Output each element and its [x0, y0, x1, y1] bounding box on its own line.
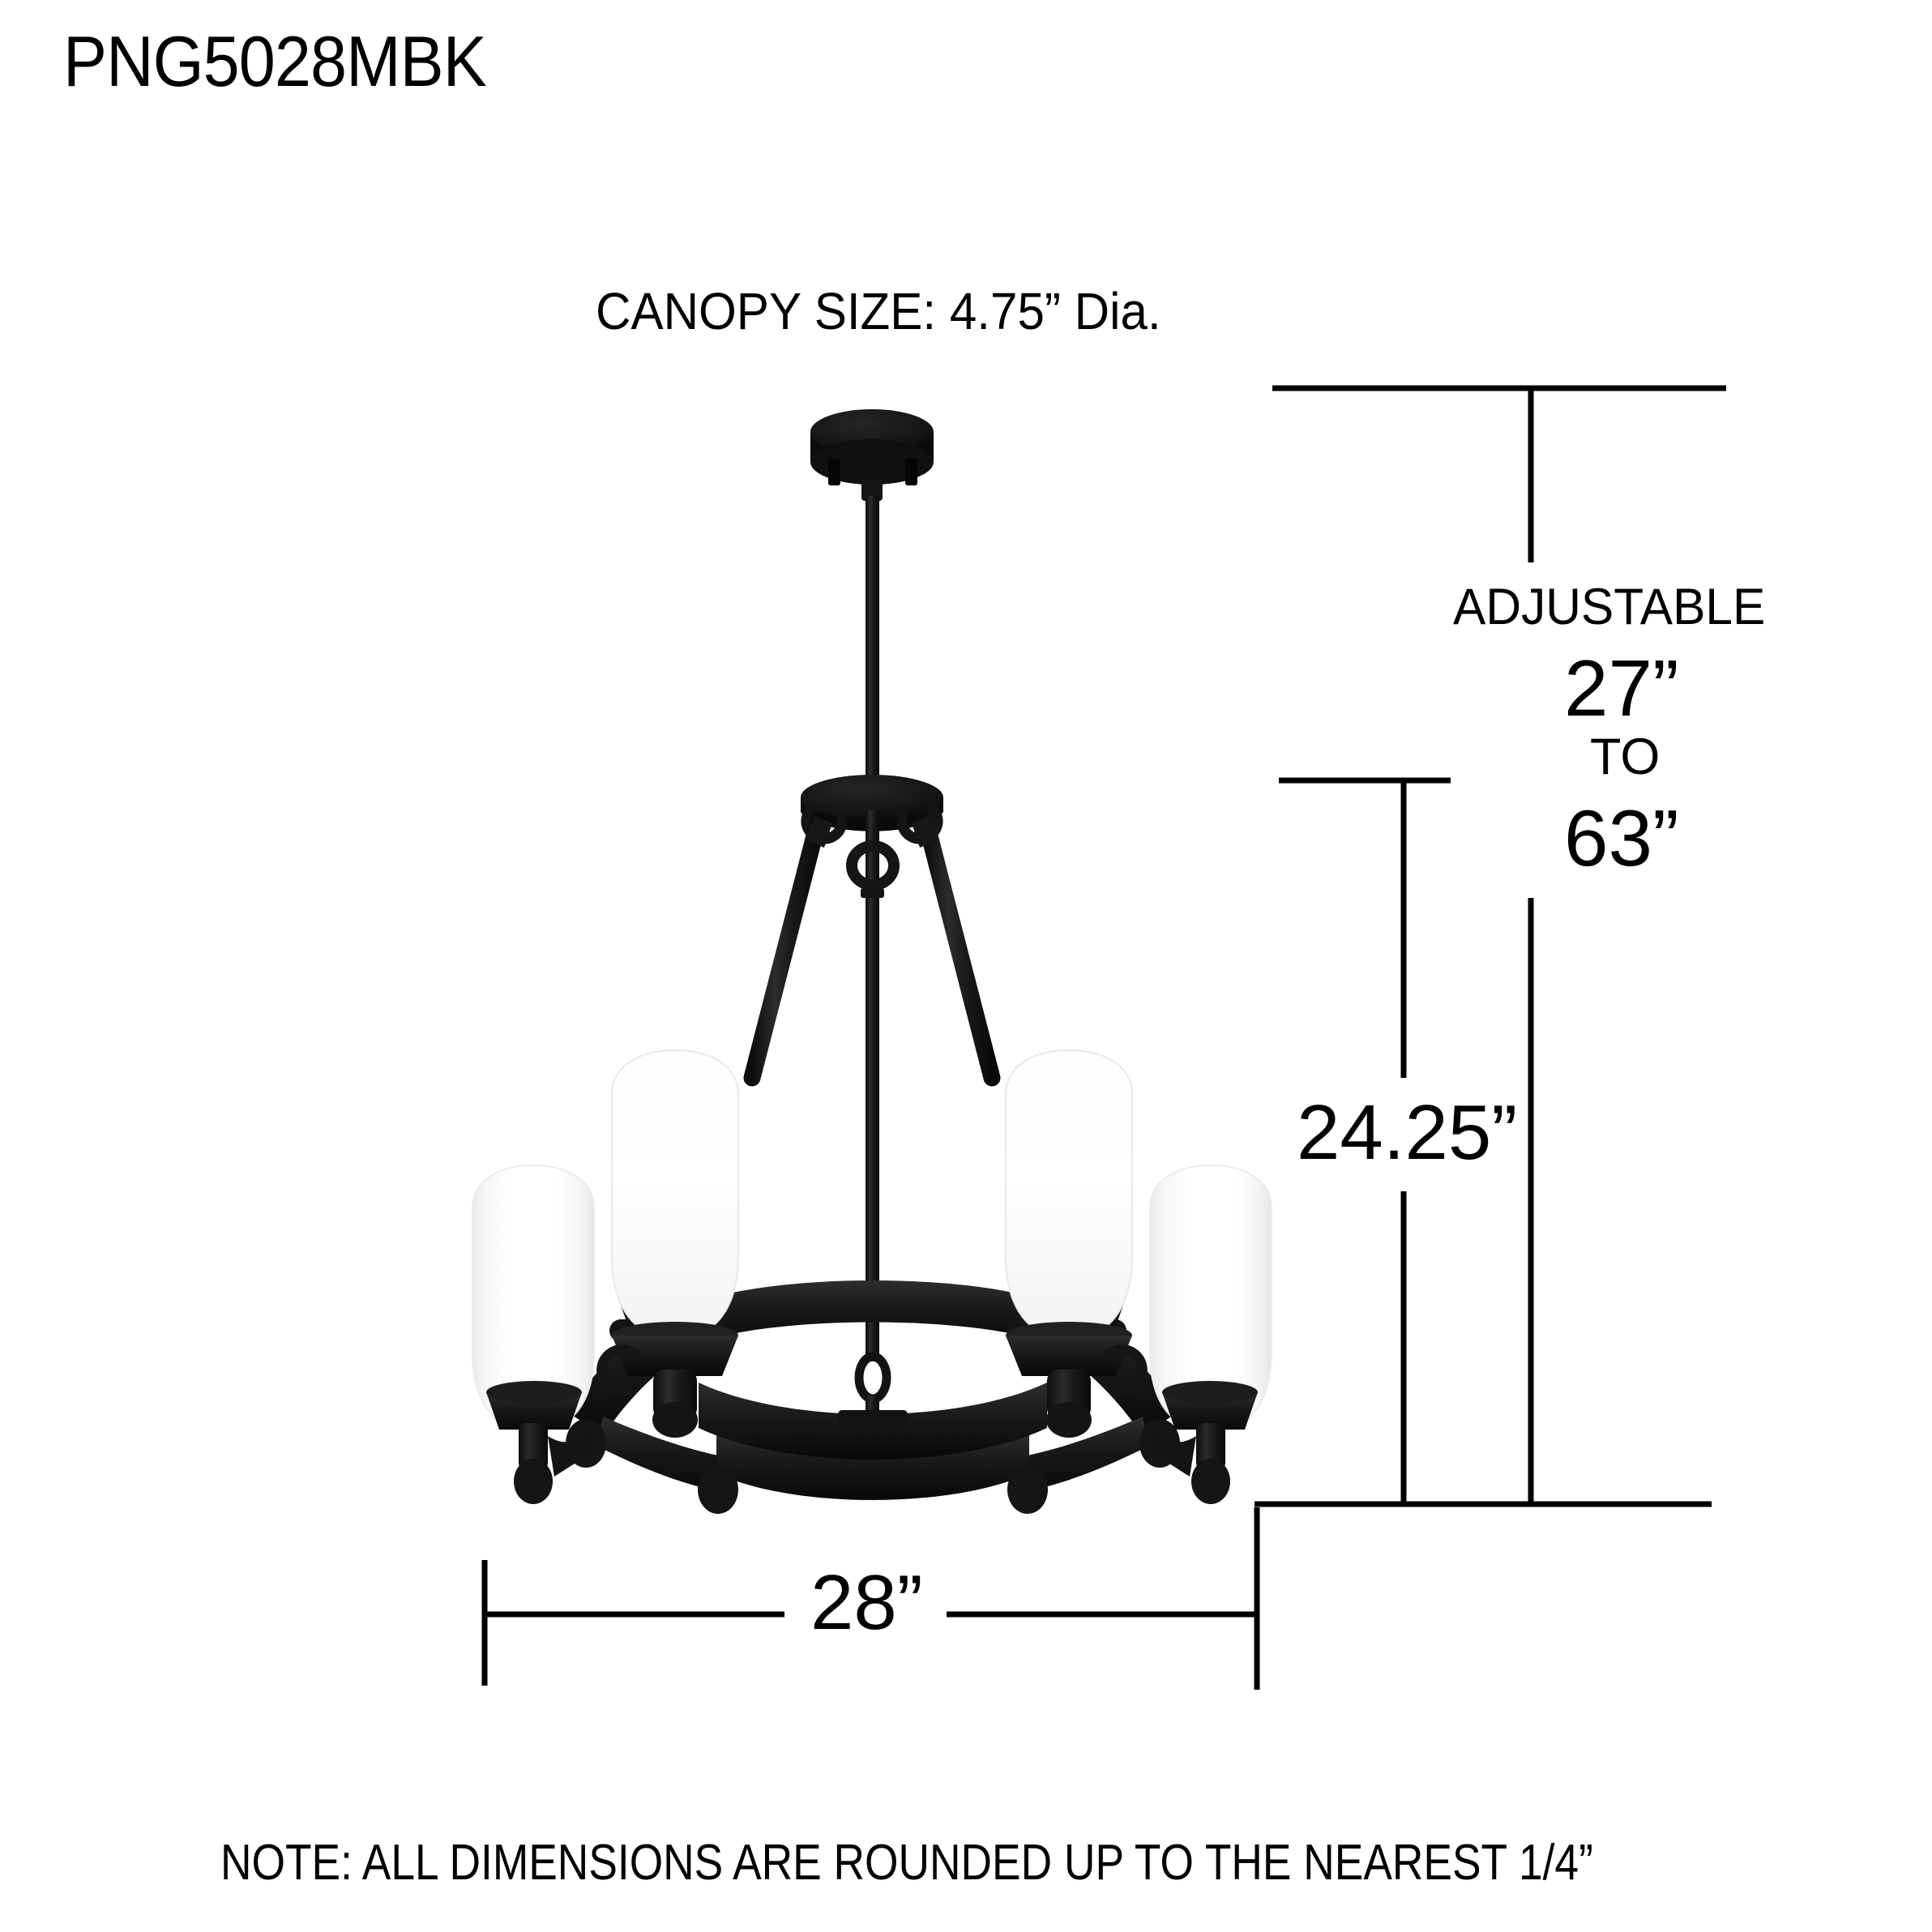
downrod: [866, 496, 879, 794]
center-rod-upper: [866, 810, 879, 1078]
center-ring: [846, 840, 900, 891]
shade-front-right: [1005, 1049, 1133, 1340]
fixture-width-value: 28”: [810, 1559, 923, 1646]
socket-loop-front-left: [596, 1344, 641, 1396]
arm-finial-left: [514, 1459, 553, 1504]
ring-center-plate: [838, 1410, 908, 1431]
socket-rim-right: [1162, 1381, 1258, 1404]
ring-band-front: [716, 1431, 1029, 1500]
canopy-size-label: CANOPY SIZE: 4.75” Dia.: [596, 282, 1161, 340]
arm-group-sides: [486, 1381, 1258, 1504]
canopy-screw-tab-left: [828, 459, 840, 485]
rod-collar: [861, 480, 883, 501]
adjustable-to-label: TO: [1590, 729, 1661, 785]
socket-base-front-left: [652, 1402, 698, 1438]
support-rod-left: [743, 811, 827, 1087]
shade-front-left: [611, 1049, 739, 1340]
canopy-bottom: [810, 439, 934, 485]
socket-group-front: [596, 1322, 1148, 1438]
socket-base-front-right: [1046, 1402, 1092, 1438]
socket-loop-front-right: [1103, 1344, 1148, 1396]
support-rods: [743, 811, 1001, 1087]
arm-link-left: [548, 1428, 601, 1477]
fixture-height-value: 24.25”: [1297, 1089, 1518, 1176]
page-title: PNG5028MBK: [63, 21, 487, 101]
arm-riser-left: [519, 1423, 548, 1470]
ring-band-right-front: [1028, 1417, 1149, 1491]
support-rod-right: [917, 811, 1001, 1087]
shade-group-front: [611, 1049, 1133, 1340]
socket-rim-left: [486, 1381, 582, 1404]
ring-finial-front-right: [1007, 1465, 1048, 1514]
socket-cup-front-left: [612, 1336, 738, 1376]
center-link-upper: [854, 1352, 891, 1404]
ring-finial-front-left: [698, 1465, 738, 1514]
arm-link-right: [1143, 1428, 1196, 1477]
center-column-lower: [841, 1070, 904, 1454]
footer-note: NOTE: ALL DIMENSIONS ARE ROUNDED UP TO T…: [220, 1835, 1593, 1891]
ring-band-rear: [690, 1280, 1055, 1345]
adjustable-max-value: 63”: [1564, 793, 1679, 883]
ring-band-left-front: [596, 1417, 718, 1491]
support-rod-right-ferrule: [912, 815, 938, 848]
upper-hub: [801, 775, 943, 1078]
adjustable-label: ADJUSTABLE: [1453, 579, 1766, 635]
support-rod-left-ferrule: [806, 815, 832, 848]
canopy-screw-tab-right: [905, 459, 917, 485]
adjustable-min-value: 27”: [1564, 643, 1679, 733]
canopy-assembly: [810, 409, 934, 794]
ring-front-overlay: [699, 1383, 1047, 1460]
shade-left-outer: [472, 1164, 595, 1433]
hub-top: [801, 775, 943, 820]
arm-finial-right: [1191, 1459, 1230, 1504]
arm-riser-right: [1196, 1423, 1225, 1470]
center-rod-collar: [861, 888, 884, 898]
socket-cup-front-right: [1006, 1336, 1132, 1376]
